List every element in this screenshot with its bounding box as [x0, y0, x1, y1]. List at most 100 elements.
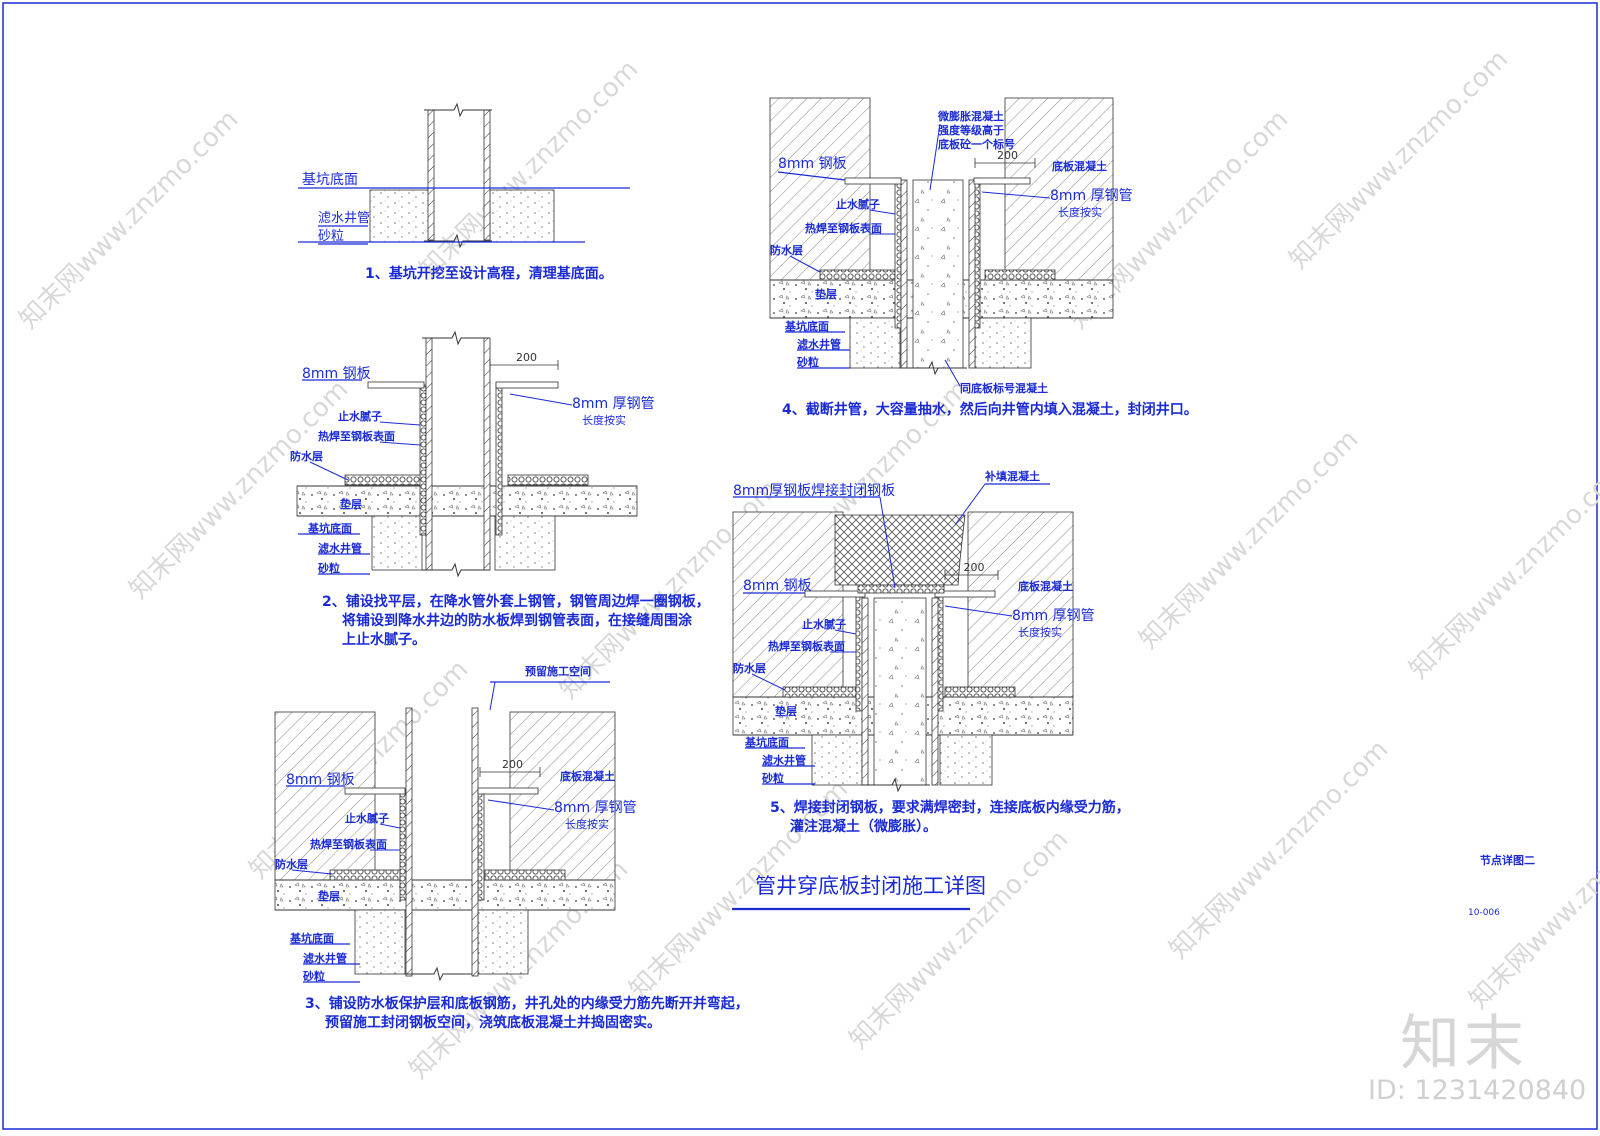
s4-steel-plate-left [844, 177, 902, 185]
s2-break-top [422, 330, 490, 346]
s4-slab-left [769, 97, 871, 281]
s5-putty-left [855, 595, 863, 712]
s3-gravel-left [354, 909, 406, 975]
s3-label-reserved-space: 预留施工空间 [525, 664, 591, 678]
s4-pipe-fill [912, 179, 964, 369]
s4-label-steel-plate: 8mm 钢板 [778, 156, 847, 172]
s3-leader-pipe [487, 799, 555, 811]
s5-label-seal-plate: 8mm厚钢板焊接封闭钢板 [733, 482, 895, 499]
s3-leader-waterproof [291, 869, 333, 875]
step-2-caption-line-3: 上止水腻子。 [342, 631, 426, 648]
s5-label-pit-bottom: 基坑底面 [744, 735, 789, 749]
watermark-brand: 知末 [1400, 1009, 1528, 1079]
s2-pipe-right-wall [483, 337, 491, 571]
s3-label-steel-plate: 8mm 钢板 [286, 772, 355, 788]
s4-gravel-right [974, 317, 1032, 369]
s2-break-bottom [422, 562, 490, 578]
s5-waterproof-right [944, 686, 1016, 698]
s3-label-filter-pipe: 滤水井管 [303, 951, 347, 965]
sheet-name: 节点详图二 [1480, 853, 1535, 867]
s3-label-cushion: 垫层 [318, 889, 340, 903]
s4-waterproof-left [819, 269, 896, 281]
s2-putty-left [419, 384, 427, 536]
s4-label-hot-weld: 热焊至钢板表面 [805, 221, 882, 235]
s2-gravel-left [371, 515, 423, 571]
s1-gravel-left [369, 189, 431, 243]
s1-break-top [424, 102, 492, 118]
s5-label-filter-pipe: 滤水井管 [762, 753, 806, 767]
s4-label-cushion: 垫层 [815, 287, 837, 301]
s3-slab-right [509, 711, 616, 881]
watermark-diagonal-12: 知末网www.znzmo.com [1464, 784, 1600, 1015]
s3-label-slab-concrete: 底板混凝土 [560, 769, 615, 783]
s4-label-micro-expansion-2: 强度等级高于 [938, 123, 1004, 137]
s5-gravel-right [939, 734, 993, 786]
sheet-number: 10-006 [1468, 908, 1500, 918]
s3-label-steel-pipe: 8mm 厚钢管 [554, 800, 637, 816]
s3-break-bottom [404, 966, 472, 982]
s2-waterproof-left [344, 474, 426, 486]
watermark-diagonal-13: 知末网www.znzmo.com [1164, 734, 1395, 965]
s5-label-steel-plate: 8mm 钢板 [743, 578, 812, 594]
step-3-caption-line-2: 预留施工封闭钢板空间，浇筑底板混凝土并捣固密实。 [325, 1014, 661, 1031]
s1-gravel-right [489, 189, 555, 243]
s2-putty-right [495, 384, 503, 536]
s5-pipe-fill [873, 597, 927, 786]
s3-steel-plate-left [344, 787, 406, 795]
s5-pipe-right-wall [931, 597, 939, 786]
s5-gravel-left [811, 734, 863, 786]
s2-label-filter-pipe: 滤水井管 [318, 541, 362, 555]
s4-leader-plate [777, 171, 846, 181]
s2-gravel-right [494, 515, 556, 571]
s4-steel-plate-right [973, 177, 1031, 185]
s4-slab-right [1004, 97, 1114, 281]
s4-waterproof-right [984, 269, 1056, 281]
s3-label-gravel: 砂粒 [303, 969, 325, 983]
s5-label-slab-concrete: 底板混凝土 [1018, 579, 1073, 593]
s2-label-steel-plate: 8mm 钢板 [302, 366, 371, 382]
s5-slab-left [732, 511, 844, 698]
s5-leader-pipe [944, 605, 1013, 617]
s4-leader-micro [929, 123, 941, 191]
s2-label-pit-bottom: 基坑底面 [307, 521, 352, 535]
s5-leader-waterproof [751, 673, 786, 691]
s3-waterproof-left [329, 869, 401, 881]
s4-leader-same-grade [944, 359, 961, 387]
s2-label-putty: 止水腻子 [338, 409, 382, 423]
watermark-diagonal-10: 知末网www.znzmo.com [1284, 44, 1515, 275]
s2-label-length: 长度按实 [582, 413, 626, 427]
s5-label-hot-weld: 热焊至钢板表面 [768, 639, 845, 653]
s4-label-length: 长度按实 [1058, 205, 1102, 219]
s1-label-filter-pipe: 滤水井管 [318, 211, 370, 226]
s4-break-bottom [899, 360, 967, 376]
step-5-caption-line-2: 灌注混凝土（微膨胀）。 [790, 818, 937, 835]
s4-putty-left [894, 177, 902, 329]
watermark-diagonal-3: 知末网www.znzmo.com [414, 54, 645, 285]
s4-pipe-left-wall [900, 179, 908, 369]
watermark-id: ID: 1231420840 [1368, 1075, 1587, 1106]
s5-label-putty: 止水腻子 [802, 617, 846, 631]
s4-pipe-right-wall [968, 179, 976, 369]
watermark-diagonal-7: 知末网www.znzmo.com [844, 824, 1075, 1055]
step-2-caption-line-1: 2、铺设找平层，在降水管外套上钢管，钢管周边焊一圈钢板， [322, 593, 710, 610]
s2-leader-weld [379, 441, 421, 446]
s4-label-filter-pipe: 滤水井管 [797, 337, 841, 351]
s3-label-length: 长度按实 [565, 817, 609, 831]
s3-leader-putty [379, 823, 401, 829]
s1-label-pit-bottom: 基坑底面 [302, 171, 358, 188]
s4-label-slab-concrete: 底板混凝土 [1052, 159, 1107, 173]
s3-leader-reserved [489, 681, 496, 711]
s3-pipe-right-wall [471, 707, 479, 977]
s5-label-steel-pipe: 8mm 厚钢管 [1012, 608, 1095, 624]
s4-label-same-grade: 同底板标号混凝土 [960, 381, 1048, 395]
s4-leader-waterproof [789, 255, 821, 273]
s2-dim-200-label: 200 [516, 351, 537, 364]
s5-fill-concrete [834, 514, 966, 586]
s5-leader-putty [834, 629, 857, 635]
s5-leader-fill [954, 483, 986, 526]
watermark-diagonal-9: 知末网www.znzmo.com [1134, 424, 1365, 655]
